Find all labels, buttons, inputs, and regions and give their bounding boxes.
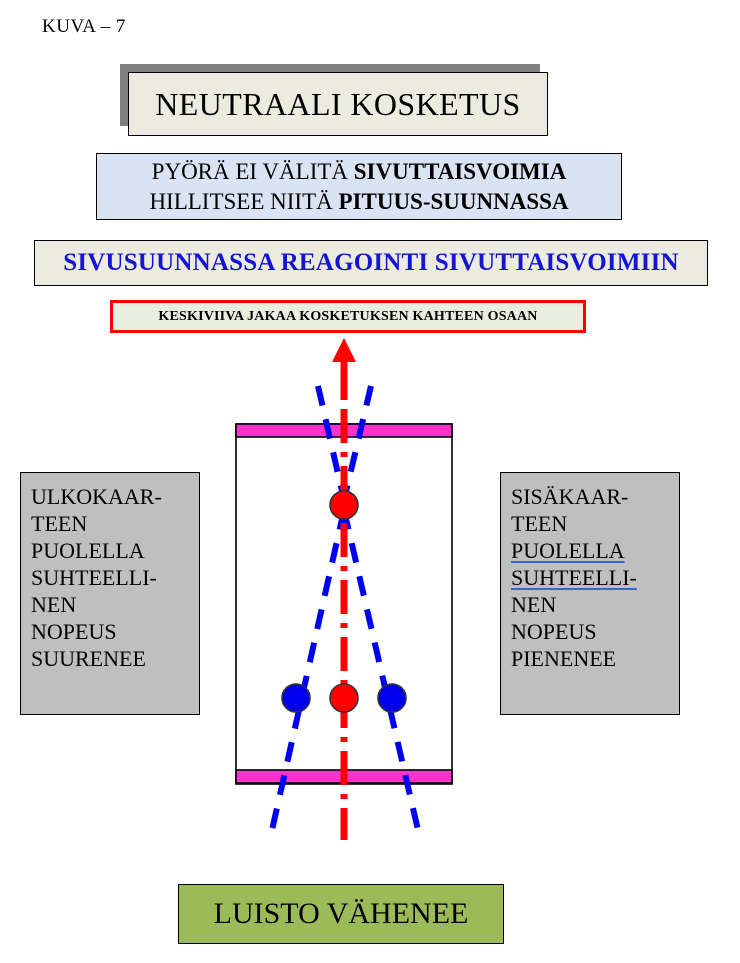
centerline-arrow-icon	[332, 338, 356, 362]
info-line-2-emphasis: PITUUS-SUUNNASSA	[338, 188, 569, 214]
outer-note-line: TEEN	[31, 511, 88, 537]
inner-note-line: NEN	[511, 592, 557, 618]
inner-note-line: SISÄKAAR-	[511, 484, 629, 509]
right-speed-marker	[377, 683, 407, 713]
slip-line-left-upper	[315, 385, 347, 501]
center-speed-marker	[329, 683, 359, 713]
reaction-box-label: SIVUSUUNNASSA REAGOINTI SIVUTTAISVOIMIIN	[63, 249, 679, 276]
result-box-label: LUISTO VÄHENEE	[213, 897, 469, 930]
info-line-1-emphasis: SIVUTTAISVOIMIA	[353, 159, 567, 185]
outer-note-line: NOPEUS	[31, 619, 117, 645]
centerline-callout-label: KESKIVIIVA JAKAA KOSKETUKSEN KAHTEEN OSA…	[158, 308, 538, 324]
inner-note-line: PIENENEE	[511, 646, 617, 672]
slip-line-left-lower	[269, 509, 347, 831]
result-box: LUISTO VÄHENEE	[178, 884, 504, 944]
outer-note-line: PUOLELLA	[31, 538, 145, 564]
contact-point-marker	[329, 490, 359, 520]
info-box: PYÖRÄ EI VÄLITÄ SIVUTTAISVOIMIA HILLITSE…	[96, 153, 622, 220]
info-line-2-prefix: HILLITSEE NIITÄ	[149, 188, 339, 214]
left-speed-marker	[281, 683, 311, 713]
centerline-callout-box: KESKIVIIVA JAKAA KOSKETUKSEN KAHTEEN OSA…	[110, 300, 586, 333]
outer-note-line: NEN	[31, 592, 77, 618]
info-line-2: HILLITSEE NIITÄ PITUUS-SUUNNASSA	[149, 187, 568, 216]
inner-curve-note-box: SISÄKAAR- TEEN PUOLELLA SUHTEELLI- NEN N…	[500, 472, 680, 715]
inner-note-line: PUOLELLA	[511, 538, 625, 564]
title-box: NEUTRAALI KOSKETUS	[128, 72, 548, 136]
info-line-1: PYÖRÄ EI VÄLITÄ SIVUTTAISVOIMIA	[152, 157, 567, 186]
inner-note-line: NOPEUS	[511, 619, 597, 645]
figure-caption: KUVA – 7	[42, 16, 126, 37]
page-title: NEUTRAALI KOSKETUS	[155, 85, 521, 122]
contact-patch-diagram	[235, 338, 453, 840]
reaction-box: SIVUSUUNNASSA REAGOINTI SIVUTTAISVOIMIIN	[34, 240, 708, 286]
outer-note-line: SUURENEE	[31, 646, 146, 672]
outer-note-line: ULKOKAAR-	[31, 484, 162, 509]
info-line-1-prefix: PYÖRÄ EI VÄLITÄ	[151, 159, 354, 185]
inner-note-line: TEEN	[511, 511, 568, 537]
outer-curve-note-box: ULKOKAAR- TEEN PUOLELLA SUHTEELLI- NEN N…	[20, 472, 200, 715]
slip-line-right-lower	[341, 509, 421, 831]
outer-note-line: SUHTEELLI-	[31, 565, 157, 591]
slip-line-right-upper	[341, 385, 374, 501]
inner-note-line: SUHTEELLI-	[511, 565, 637, 591]
